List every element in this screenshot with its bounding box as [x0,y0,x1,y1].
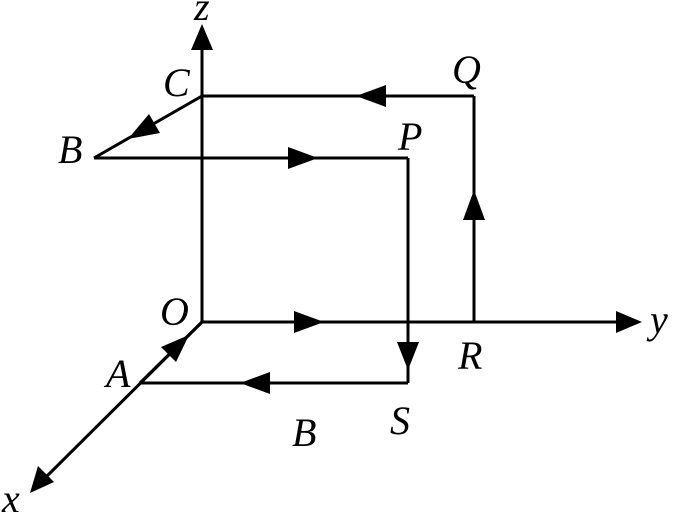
point-p-label: P [397,114,422,159]
field-b-label: B [292,410,316,455]
point-s-label: S [390,398,410,443]
arrow-b-to-p [288,147,318,169]
x-axis-label: x [1,476,20,515]
z-axis-label: z [193,0,210,29]
y-axis-arrowhead [616,311,642,333]
x-axis-arrowhead [30,466,54,493]
point-r-label: R [457,333,482,378]
point-o-label: O [160,289,189,334]
arrow-a-to-o [161,335,189,362]
point-c-label: C [163,60,191,105]
point-q-label: Q [452,47,481,92]
arrow-c-to-b [128,114,160,139]
point-b-upper-label: B [58,127,82,172]
y-axis-label: y [646,297,668,342]
arrow-q-to-c [356,85,386,107]
z-axis-arrowhead [191,24,213,50]
arrow-r-to-q [463,190,485,220]
point-a-label: A [103,351,131,396]
arrow-p-to-s [397,342,419,370]
arrow-o-to-r [294,311,324,333]
current-arrows [128,85,485,394]
arrow-s-to-a [240,372,270,394]
axes [30,24,642,493]
